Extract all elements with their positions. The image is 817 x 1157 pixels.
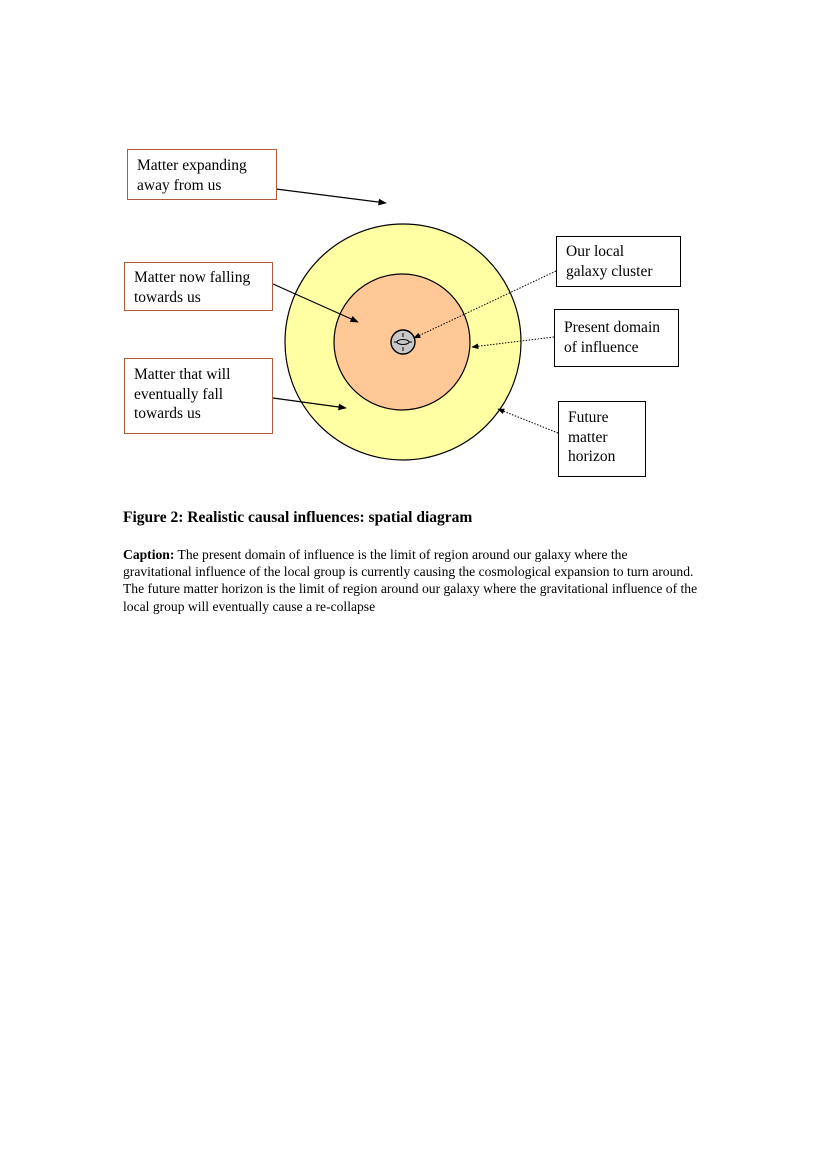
arrow-falling xyxy=(272,283,359,323)
label-local-cluster: Our local galaxy cluster xyxy=(556,236,681,287)
galaxy-cluster-icon xyxy=(390,329,416,355)
arrow-expanding xyxy=(275,188,387,206)
arrow-future xyxy=(497,408,559,434)
label-matter-will-fall: Matter that will eventually fall towards… xyxy=(124,358,273,434)
arrow-cluster xyxy=(413,270,557,339)
label-matter-expanding: Matter expanding away from us xyxy=(127,149,277,200)
figure-caption: Caption: The present domain of influence… xyxy=(123,546,698,615)
caption-label: Caption: xyxy=(123,547,175,562)
arrow-will-fall xyxy=(272,397,347,411)
label-present-domain: Present domain of influence xyxy=(554,309,679,367)
caption-text: The present domain of influence is the l… xyxy=(123,547,698,614)
figure-title: Figure 2: Realistic causal influences: s… xyxy=(123,509,473,526)
spatial-diagram xyxy=(272,188,559,461)
label-matter-falling: Matter now falling towards us xyxy=(124,262,273,311)
label-future-horizon: Future matter horizon xyxy=(558,401,646,477)
